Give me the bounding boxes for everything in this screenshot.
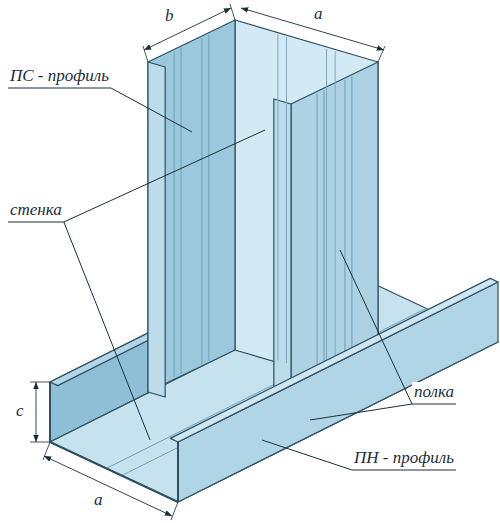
stiffening-rib	[201, 38, 202, 364]
section-edge	[49, 382, 51, 442]
part-label: ПС - профиль	[8, 66, 111, 86]
stiffening-rib	[326, 49, 327, 375]
stiffening-rib	[335, 51, 336, 377]
leader-line	[412, 404, 456, 405]
dimension-line	[36, 382, 37, 442]
section-edge	[50, 442, 178, 502]
leader-line	[64, 130, 265, 222]
stiffening-rib	[208, 35, 209, 361]
stiffening-rib	[286, 37, 287, 363]
section-edge	[177, 442, 179, 502]
extension-line	[30, 382, 50, 383]
track-flange-outer	[178, 282, 498, 502]
leader-line	[8, 222, 64, 223]
part-label: стенка	[8, 200, 64, 220]
leader-line	[310, 404, 412, 420]
dimension-letter: b	[163, 6, 176, 26]
leader-line	[340, 250, 412, 404]
dimension-letter: c	[14, 401, 26, 421]
leader-line	[111, 88, 192, 132]
dimension-line	[44, 456, 172, 516]
track-lip	[170, 278, 498, 442]
part-label: полка	[412, 382, 456, 402]
part-label: ПН - профиль	[352, 448, 456, 468]
dimension-letter: a	[312, 4, 325, 24]
dimension-line	[144, 8, 231, 50]
extension-line	[30, 442, 50, 443]
leader-line	[8, 88, 111, 89]
leader-line	[262, 440, 352, 470]
leader-line	[352, 470, 456, 471]
stiffening-rib	[277, 35, 278, 361]
extension-line	[230, 4, 235, 20]
stiffening-rib	[181, 48, 182, 374]
leader-line	[64, 222, 150, 440]
dimension-letter: a	[92, 490, 105, 510]
stiffening-rib	[174, 51, 175, 377]
extension-line	[171, 502, 178, 520]
